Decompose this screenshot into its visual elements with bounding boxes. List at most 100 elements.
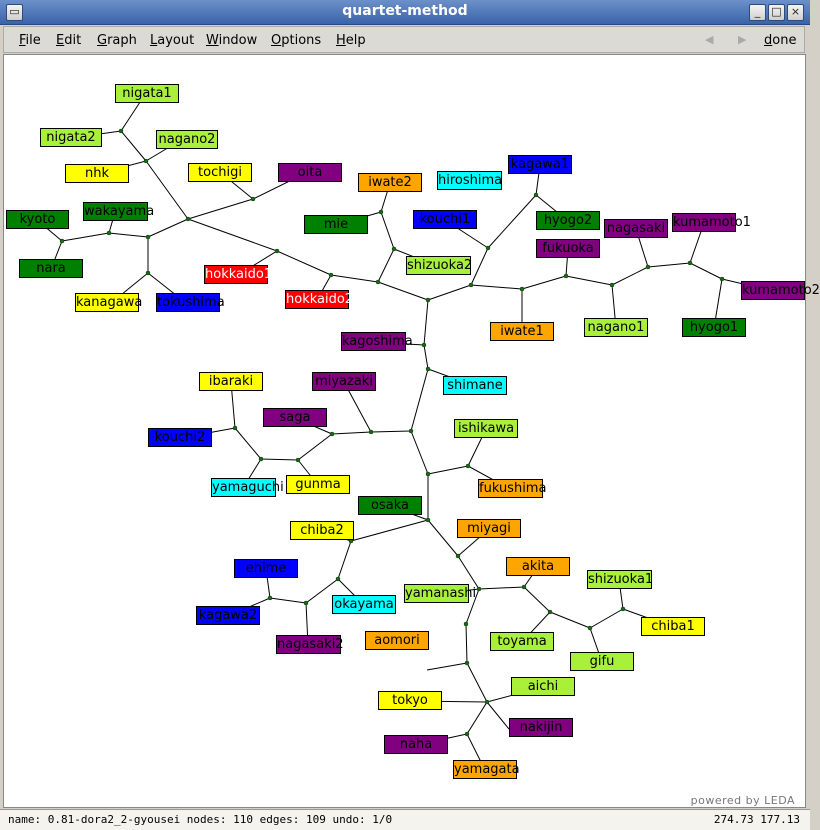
tree-node[interactable]	[368, 429, 374, 435]
node-label-nagasaki[interactable]: nagasaki	[604, 219, 668, 238]
node-label-nagasaki2[interactable]: nagasaki2	[276, 635, 344, 654]
node-label-nara[interactable]: nara	[19, 259, 83, 278]
node-label-mie[interactable]: mie	[304, 215, 368, 234]
node-label-yamaguchi[interactable]: yamaguchi	[211, 478, 284, 497]
node-label-kumamoto1[interactable]: kumamoto1	[672, 213, 751, 232]
menu-window[interactable]: Window	[206, 33, 258, 48]
done-button[interactable]: done	[764, 33, 797, 48]
tree-node[interactable]	[303, 600, 309, 606]
menu-graph[interactable]: Graph	[97, 33, 137, 48]
tree-node[interactable]	[563, 273, 569, 279]
tree-node[interactable]	[547, 609, 553, 615]
tree-node[interactable]	[335, 576, 341, 582]
node-label-shimane[interactable]: shimane	[443, 376, 507, 395]
node-label-kanagawa[interactable]: kanagawa	[75, 293, 143, 312]
tree-node[interactable]	[476, 586, 482, 592]
tree-node[interactable]	[464, 731, 470, 737]
node-label-hiroshima[interactable]: hiroshima	[437, 171, 503, 190]
tree-node[interactable]	[465, 463, 471, 469]
tree-node[interactable]	[106, 230, 112, 236]
tree-node[interactable]	[421, 342, 427, 348]
node-label-chiba2[interactable]: chiba2	[290, 521, 354, 540]
node-label-okayama[interactable]: okayama	[332, 595, 396, 614]
tree-node[interactable]	[425, 297, 431, 303]
tree-node[interactable]	[391, 246, 397, 252]
node-label-osaka[interactable]: osaka	[358, 496, 422, 515]
node-label-nagano1[interactable]: nagano1	[584, 318, 648, 337]
node-label-nigata2[interactable]: nigata2	[40, 128, 102, 147]
tree-node[interactable]	[143, 158, 149, 164]
tree-node[interactable]	[378, 209, 384, 215]
tree-node[interactable]	[609, 282, 615, 288]
node-label-miyagi[interactable]: miyagi	[457, 519, 521, 538]
node-label-kouchi1[interactable]: kouchi1	[413, 210, 477, 229]
tree-node[interactable]	[620, 606, 626, 612]
node-label-shizuoka1[interactable]: shizuoka1	[587, 570, 654, 589]
graph-canvas[interactable]: nigata1 nigata2 nagano2 nhk tochigi oita kyoto…	[3, 54, 820, 808]
close-icon[interactable]: ×	[787, 4, 804, 21]
node-label-hyogo2[interactable]: hyogo2	[536, 211, 600, 230]
tree-node[interactable]	[145, 234, 151, 240]
node-label-ehime[interactable]: ehime	[234, 559, 298, 578]
tree-node[interactable]	[329, 431, 335, 437]
tree-node[interactable]	[295, 457, 301, 463]
node-label-wakayama[interactable]: wakayama	[83, 202, 155, 221]
node-label-miyazaki[interactable]: miyazaki	[312, 372, 376, 391]
node-label-ishikawa[interactable]: ishikawa	[454, 419, 518, 438]
node-label-nakijin[interactable]: nakijin	[509, 718, 573, 737]
tree-node[interactable]	[719, 276, 725, 282]
node-label-shizuoka2[interactable]: shizuoka2	[406, 256, 473, 275]
node-label-aomori[interactable]: aomori	[365, 631, 429, 650]
node-label-akita[interactable]: akita	[506, 557, 570, 576]
node-label-tochigi[interactable]: tochigi	[188, 163, 252, 182]
menu-options[interactable]: Options	[271, 33, 322, 48]
tree-node[interactable]	[425, 366, 431, 372]
node-label-naha[interactable]: naha	[384, 735, 448, 754]
nav-back-icon[interactable]: ◀	[705, 33, 714, 46]
tree-node[interactable]	[425, 517, 431, 523]
node-label-nhk[interactable]: nhk	[65, 164, 129, 183]
tree-node[interactable]	[455, 553, 461, 559]
tree-node[interactable]	[375, 279, 381, 285]
node-label-ibaraki[interactable]: ibaraki	[199, 372, 263, 391]
tree-node[interactable]	[258, 456, 264, 462]
node-label-kyoto[interactable]: kyoto	[6, 210, 69, 229]
node-label-nigata1[interactable]: nigata1	[115, 84, 179, 103]
node-label-kagawa2[interactable]: kagawa2	[196, 606, 260, 625]
node-label-hokkaido2[interactable]: hokkaido2	[285, 290, 354, 309]
node-label-hyogo1[interactable]: hyogo1	[682, 318, 746, 337]
tree-node[interactable]	[408, 428, 414, 434]
tree-node[interactable]	[464, 660, 470, 666]
tree-node[interactable]	[274, 248, 280, 254]
window-menu-icon[interactable]: ▭	[6, 4, 23, 21]
tree-node[interactable]	[328, 272, 334, 278]
tree-node[interactable]	[145, 270, 151, 276]
node-label-iwate2[interactable]: iwate2	[358, 173, 422, 192]
node-label-oita[interactable]: oita	[278, 163, 342, 182]
nav-forward-icon[interactable]: ▶	[738, 33, 747, 46]
tree-node[interactable]	[521, 584, 527, 590]
tree-node[interactable]	[250, 196, 256, 202]
node-label-fukuoka[interactable]: fukuoka	[536, 239, 600, 258]
tree-node[interactable]	[463, 621, 469, 627]
node-label-nagano2[interactable]: nagano2	[156, 130, 218, 149]
tree-node[interactable]	[118, 128, 124, 134]
menu-help[interactable]: Help	[336, 33, 366, 48]
minimize-icon[interactable]: _	[749, 4, 766, 21]
menu-file[interactable]: File	[19, 33, 41, 48]
node-label-yamagata[interactable]: yamagata	[453, 760, 520, 779]
node-label-iwate1[interactable]: iwate1	[490, 322, 554, 341]
node-label-kouchi2[interactable]: kouchi2	[148, 428, 212, 447]
tree-node[interactable]	[687, 260, 693, 266]
node-label-tokyo[interactable]: tokyo	[378, 691, 442, 710]
node-label-fukushima[interactable]: fukushima	[478, 479, 547, 498]
node-label-kagawa1[interactable]: kagawa1	[508, 155, 572, 174]
node-label-gifu[interactable]: gifu	[570, 652, 634, 671]
maximize-icon[interactable]: □	[768, 4, 785, 21]
node-label-yamanashi[interactable]: yamanashi	[404, 584, 477, 603]
node-label-aichi[interactable]: aichi	[511, 677, 575, 696]
node-label-tokushima[interactable]: tokushima	[156, 293, 225, 312]
tree-node[interactable]	[425, 471, 431, 477]
tree-node[interactable]	[267, 595, 273, 601]
tree-node[interactable]	[484, 699, 490, 705]
